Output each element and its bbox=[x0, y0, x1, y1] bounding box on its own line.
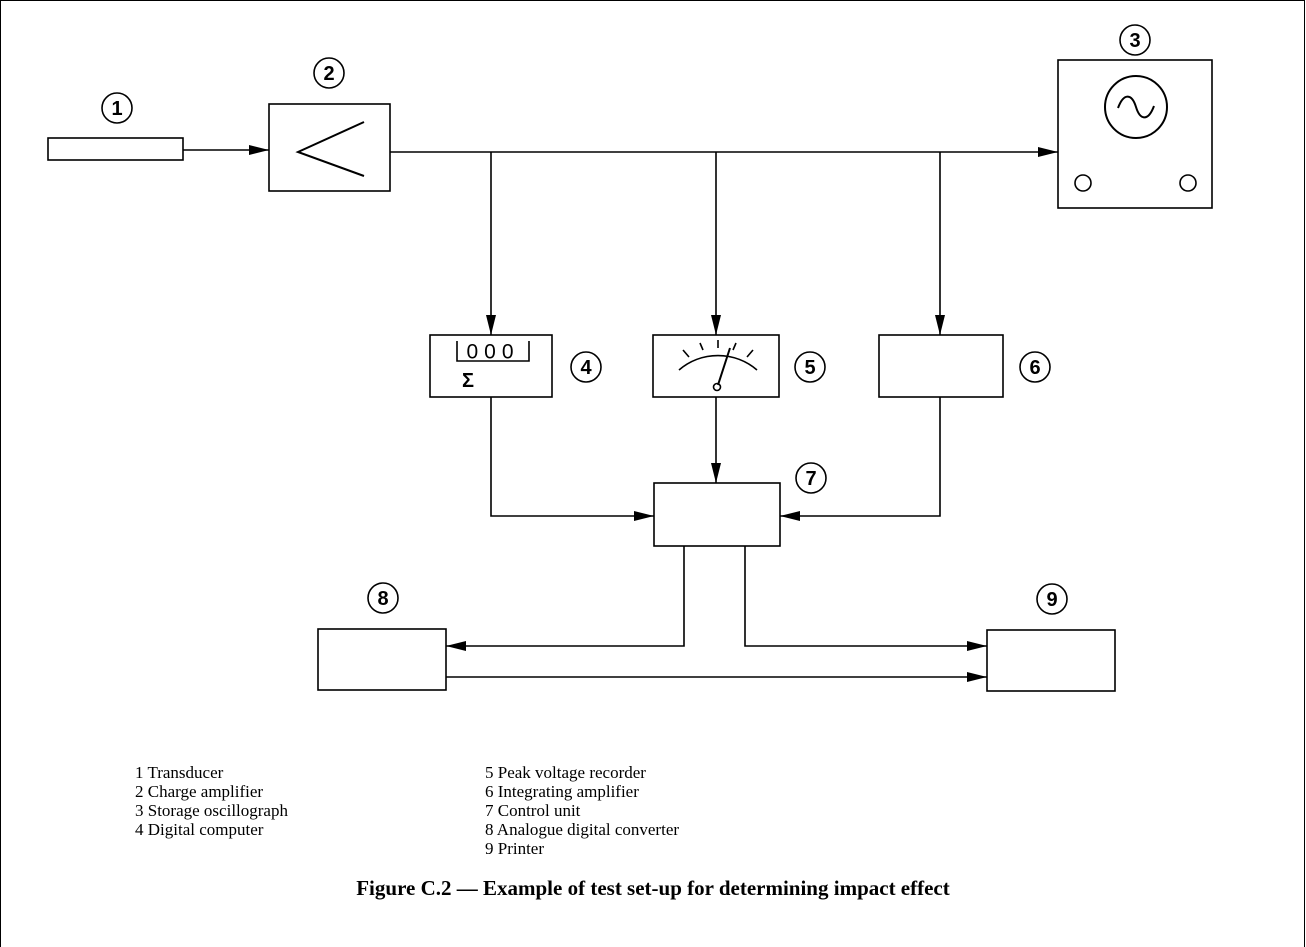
sine-wave-icon bbox=[1117, 95, 1155, 119]
callout-2-label: 2 bbox=[323, 63, 334, 85]
callout-7-label: 7 bbox=[805, 468, 816, 490]
callout-5-label: 5 bbox=[804, 357, 815, 379]
block-diagram: 1 2 3 4 5 6 7 8 9 000 Σ bbox=[47, 24, 1213, 692]
connector-7-to-9 bbox=[744, 546, 987, 651]
figure-caption: Figure C.2 — Example of test set-up for … bbox=[356, 876, 950, 900]
gauge-icon bbox=[678, 340, 758, 392]
legend-right-column: 5 Peak voltage recorder 6 Integrating am… bbox=[485, 763, 679, 858]
callout-8-label: 8 bbox=[377, 588, 388, 610]
legend-item: 7 Control unit bbox=[485, 801, 581, 820]
legend-item: 2 Charge amplifier bbox=[135, 782, 264, 801]
callout-9-label: 9 bbox=[1046, 589, 1057, 611]
legend-item: 4 Digital computer bbox=[135, 820, 264, 839]
legend-item: 3 Storage oscillograph bbox=[135, 801, 288, 820]
legend-item: 1 Transducer bbox=[135, 763, 224, 782]
callout-4-circle bbox=[570, 351, 602, 383]
callout-8-circle bbox=[367, 582, 399, 614]
counter-display-frame bbox=[456, 341, 530, 362]
integrating-amplifier-block bbox=[878, 334, 1004, 398]
legend-item: 5 Peak voltage recorder bbox=[485, 763, 646, 782]
legend-item: 9 Printer bbox=[485, 839, 545, 858]
callout-3-label: 3 bbox=[1129, 30, 1140, 52]
oscillograph-screen-icon bbox=[1104, 75, 1168, 139]
transducer-block bbox=[47, 137, 184, 161]
amplifier-symbol bbox=[295, 121, 365, 177]
callout-4-label: 4 bbox=[580, 357, 592, 379]
counter-digits: 000 bbox=[466, 341, 519, 364]
callout-6-circle bbox=[1019, 351, 1051, 383]
callout-6-label: 6 bbox=[1029, 357, 1040, 379]
peak-voltage-recorder-block bbox=[652, 334, 780, 398]
callout-9-circle bbox=[1036, 583, 1068, 615]
callout-7-circle bbox=[795, 462, 827, 494]
legend-item: 8 Analogue digital converter bbox=[485, 820, 680, 839]
connector-7-to-8 bbox=[446, 546, 685, 651]
callout-1-label: 1 bbox=[111, 98, 122, 120]
printer-block bbox=[986, 629, 1116, 692]
legend-item: 6 Integrating amplifier bbox=[485, 782, 639, 801]
legend-left-column: 1 Transducer 2 Charge amplifier 3 Storag… bbox=[135, 763, 288, 839]
callout-5-circle bbox=[794, 351, 826, 383]
callout-3-circle bbox=[1119, 24, 1151, 56]
charge-amplifier-block bbox=[268, 103, 391, 192]
sigma-symbol: Σ bbox=[462, 370, 474, 392]
callout-2-circle bbox=[313, 57, 345, 89]
storage-oscillograph-block bbox=[1057, 59, 1213, 209]
oscillograph-knob-left-icon bbox=[1074, 174, 1092, 192]
control-unit-block bbox=[653, 482, 781, 547]
connector-6-to-7 bbox=[780, 397, 941, 521]
connector-4-to-7 bbox=[490, 397, 654, 521]
callout-1-circle bbox=[101, 92, 133, 124]
converter-block bbox=[317, 628, 447, 691]
oscillograph-knob-right-icon bbox=[1179, 174, 1197, 192]
